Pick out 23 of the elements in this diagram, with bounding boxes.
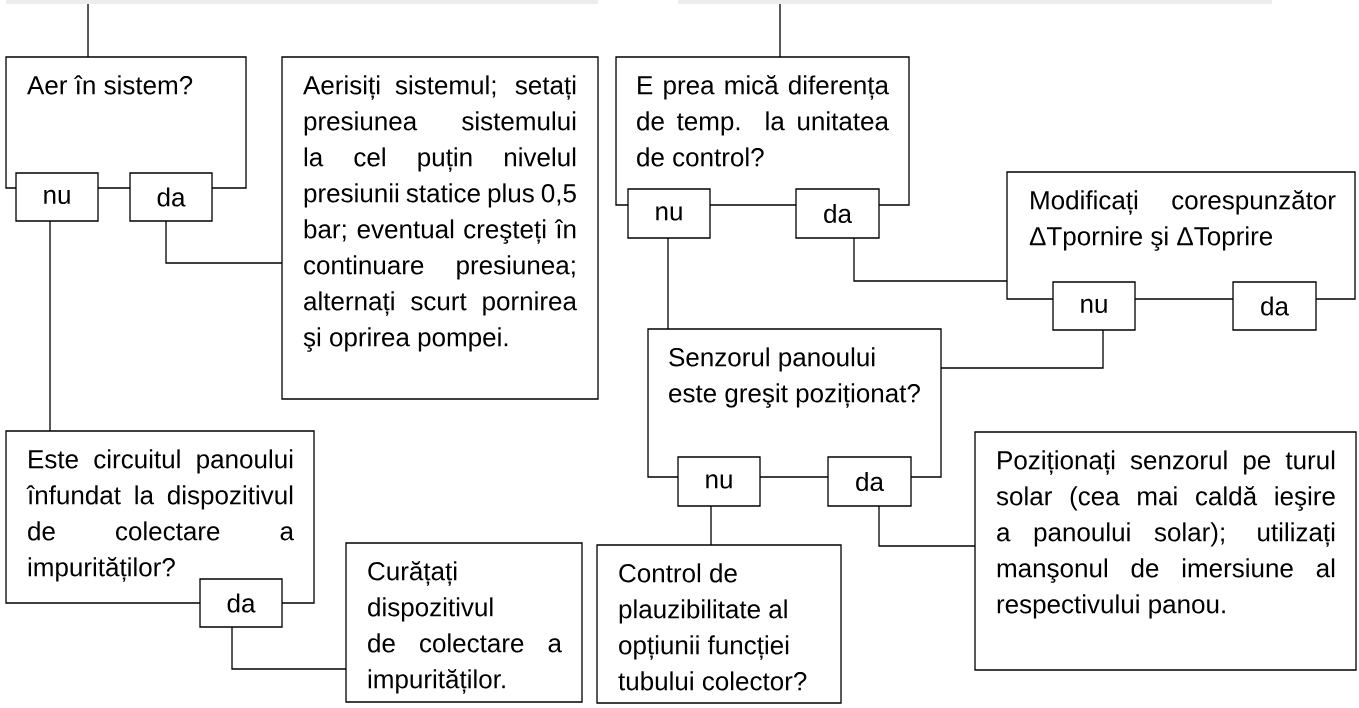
connector-line — [710, 505, 712, 546]
connector-line — [878, 505, 976, 547]
text-box: Aerisiți sistemul; setați presiunea sistemului la cel puțin nivelul presiunii statice plus 0,5 bar; eventual creşteți în continuare presiunea; alternați scurt pornirea şi oprirea pompei. — [281, 56, 599, 400]
connector-line — [49, 220, 51, 432]
choice-box: nu — [1052, 281, 1136, 331]
text-box: Control de plauzibilitate al opțiunii funcției tubului colector? — [596, 544, 842, 704]
connector-line — [667, 237, 669, 330]
connector-line — [87, 3, 89, 58]
choice-box: nu — [15, 172, 99, 222]
choice-box: da — [795, 188, 880, 239]
choice-box: da — [1232, 281, 1317, 331]
choice-box: nu — [627, 188, 711, 239]
choice-box: da — [129, 172, 213, 222]
connector-line — [779, 3, 781, 58]
choice-box: da — [199, 578, 283, 628]
connector-line — [165, 220, 283, 264]
choice-box: da — [827, 456, 912, 507]
text-box: Curățați dispozitivul de colectare a impurităților. — [345, 542, 583, 703]
text-box: Poziționați senzorul pe turul solar (cea mai caldă ieşire a panoului solar); utilizați manşonul de imersiune al respectivului panou. — [974, 431, 1357, 671]
connector-line — [940, 329, 1104, 369]
choice-box: nu — [677, 456, 761, 507]
connector-line — [853, 237, 1008, 282]
connector-line — [231, 626, 347, 670]
